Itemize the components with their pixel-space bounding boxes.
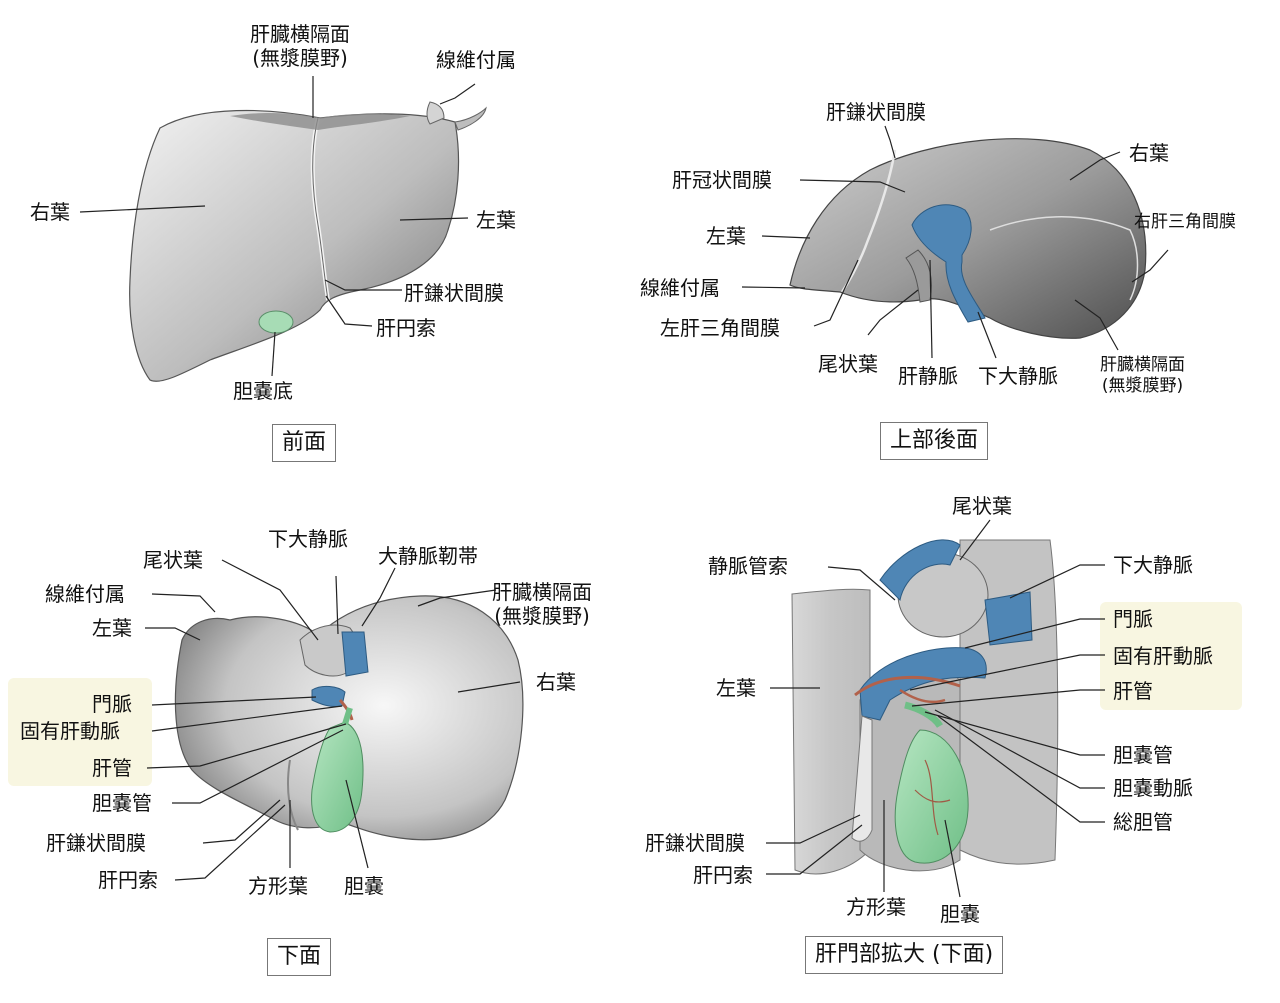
label-hilum-hepatic-artery: 固有肝動脈 bbox=[1113, 644, 1213, 668]
label-sp-right-triangular: 右肝三角間膜 bbox=[1134, 212, 1236, 232]
label-inf-portal-vein: 門脈 bbox=[92, 692, 132, 716]
label-hilum-hepatic-duct: 肝管 bbox=[1113, 679, 1153, 703]
caption-front: 前面 bbox=[272, 424, 337, 462]
label-hilum-portal-vein: 門脈 bbox=[1113, 607, 1153, 631]
superior-posterior-liver bbox=[789, 138, 1147, 339]
label-sp-coronary: 肝冠状間膜 bbox=[672, 168, 772, 192]
label-hilum-left-lobe: 左葉 bbox=[716, 676, 756, 700]
label-hilum-caudate: 尾状葉 bbox=[952, 494, 1012, 518]
label-hilum-round-ligament: 肝円索 bbox=[693, 863, 753, 887]
label-sp-bare-area: 肝臓横隔面 (無漿膜野) bbox=[1100, 355, 1185, 396]
label-front-gallbladder-fundus: 胆嚢底 bbox=[233, 379, 293, 403]
front-view-leader-lines bbox=[79, 76, 476, 377]
label-inf-bare-area: 肝臓横隔面 (無漿膜野) bbox=[492, 580, 592, 628]
label-sp-hepatic-vein: 肝静脈 bbox=[898, 364, 958, 388]
label-inf-cystic-duct: 胆嚢管 bbox=[92, 791, 152, 815]
label-inf-hepatic-artery: 固有肝動脈 bbox=[20, 719, 120, 743]
label-hilum-common-bile-duct: 総胆管 bbox=[1113, 810, 1173, 834]
label-front-fibrous-appendix: 線維付属 bbox=[436, 48, 516, 72]
hilum-leader-lines bbox=[766, 519, 1105, 898]
caption-inferior: 下面 bbox=[267, 938, 332, 976]
hilum-enlarged-view bbox=[791, 539, 1059, 875]
inferior-view-leader-lines bbox=[145, 559, 521, 881]
label-hilum-falciform: 肝鎌状間膜 bbox=[645, 831, 745, 855]
highlight-box-hilum bbox=[1100, 602, 1242, 710]
label-inf-right-lobe: 右葉 bbox=[536, 670, 576, 694]
label-hilum-ivc: 下大静脈 bbox=[1113, 553, 1193, 577]
label-sp-falciform: 肝鎌状間膜 bbox=[826, 100, 926, 124]
front-view-liver bbox=[129, 101, 487, 382]
label-inf-left-lobe: 左葉 bbox=[92, 616, 132, 640]
label-hilum-lig-venosum: 静脈管索 bbox=[708, 554, 788, 578]
label-hilum-gallbladder: 胆嚢 bbox=[940, 902, 980, 926]
label-inf-fibrous-appendix: 線維付属 bbox=[45, 582, 125, 606]
label-sp-right-lobe: 右葉 bbox=[1129, 141, 1169, 165]
caption-hilum: 肝門部拡大 (下面) bbox=[805, 936, 1004, 974]
label-front-right-lobe: 右葉 bbox=[30, 200, 70, 224]
highlight-box-inferior bbox=[8, 678, 152, 786]
label-inf-round-ligament: 肝円索 bbox=[98, 868, 158, 892]
label-inf-hepatic-duct: 肝管 bbox=[92, 756, 132, 780]
label-front-left-lobe: 左葉 bbox=[476, 208, 516, 232]
label-sp-ivc: 下大静脈 bbox=[978, 364, 1058, 388]
label-inf-gallbladder: 胆嚢 bbox=[344, 874, 384, 898]
label-hilum-cystic-artery: 胆嚢動脈 bbox=[1113, 776, 1193, 800]
label-sp-left-triangular: 左肝三角間膜 bbox=[660, 316, 780, 340]
label-hilum-cystic-duct: 胆嚢管 bbox=[1113, 743, 1173, 767]
label-inf-falciform: 肝鎌状間膜 bbox=[46, 831, 146, 855]
superior-posterior-leader-lines bbox=[741, 125, 1169, 359]
inferior-view-liver bbox=[174, 595, 524, 841]
caption-superior-posterior: 上部後面 bbox=[880, 422, 989, 460]
label-inf-caudate: 尾状葉 bbox=[143, 548, 203, 572]
label-inf-quadrate: 方形葉 bbox=[248, 874, 308, 898]
label-sp-caudate: 尾状葉 bbox=[818, 352, 878, 376]
label-inf-lig-venosum: 大静脈靭帯 bbox=[378, 544, 478, 568]
label-sp-left-lobe: 左葉 bbox=[706, 224, 746, 248]
label-front-bare-area: 肝臓横隔面 (無漿膜野) bbox=[250, 22, 350, 70]
label-hilum-quadrate: 方形葉 bbox=[846, 895, 906, 919]
label-front-round-ligament: 肝円索 bbox=[376, 316, 436, 340]
label-front-falciform: 肝鎌状間膜 bbox=[404, 281, 504, 305]
label-sp-fibrous-appendix: 線維付属 bbox=[640, 276, 720, 300]
label-inf-ivc: 下大静脈 bbox=[268, 527, 348, 551]
